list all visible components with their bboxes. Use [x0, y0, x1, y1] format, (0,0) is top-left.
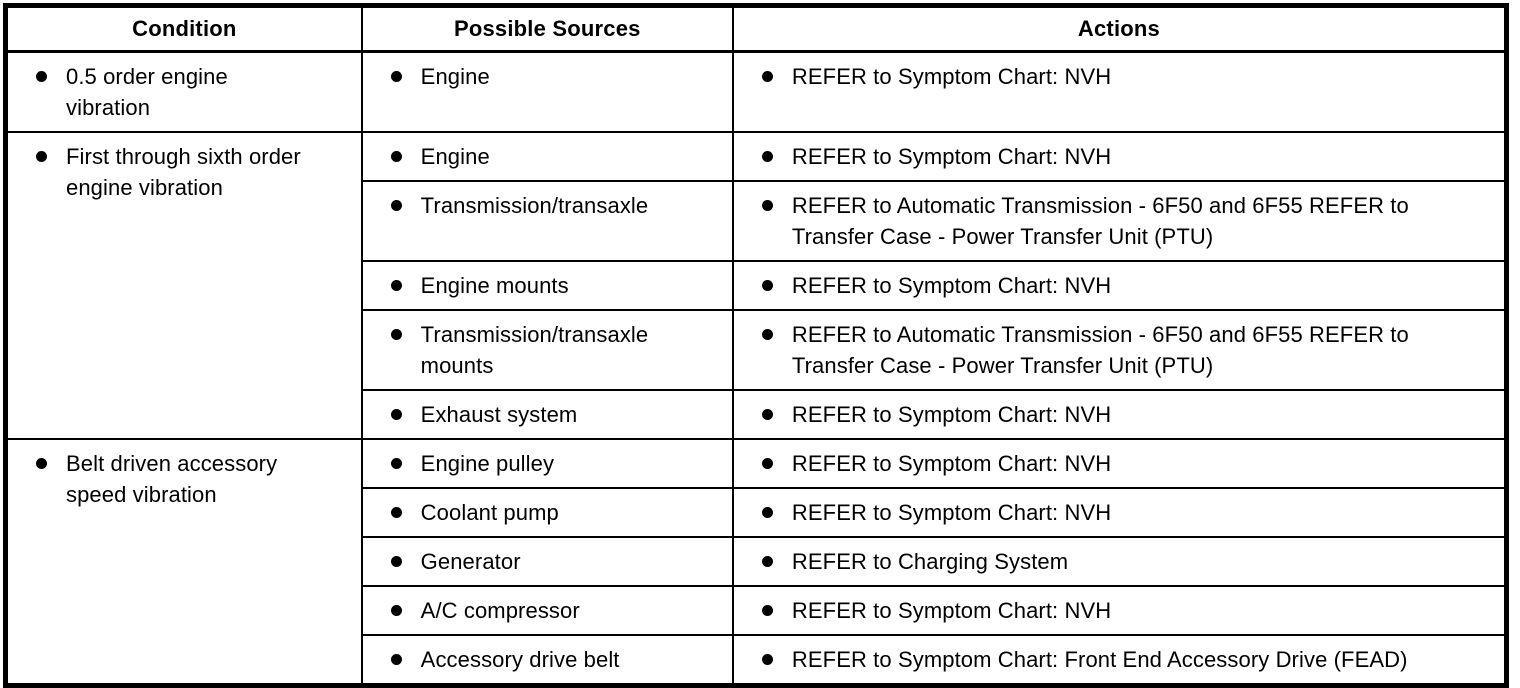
symptom-chart-table: Condition Possible Sources Actions 0.5 o…	[3, 3, 1509, 688]
source-cell: Engine mounts	[360, 260, 734, 311]
bullet-icon	[390, 507, 402, 518]
header-row: Condition Possible Sources Actions	[4, 4, 1508, 53]
action-text: REFER to Symptom Chart: NVH	[791, 144, 1112, 169]
action-text: REFER to Symptom Chart: NVH	[791, 273, 1112, 298]
bullet-icon	[390, 280, 402, 291]
source-cell: Engine pulley	[360, 438, 734, 489]
condition-cell: First through sixth order engine vibrati…	[4, 131, 363, 440]
action-text: REFER to Symptom Chart: NVH	[791, 451, 1112, 476]
bullet-icon	[761, 151, 773, 162]
bullet-icon	[390, 200, 402, 211]
table-row: Transmission/transaxle mounts REFER to A…	[6, 309, 1508, 391]
source-text: Engine mounts	[420, 273, 569, 298]
action-text: REFER to Symptom Chart: NVH	[791, 64, 1112, 89]
bullet-icon	[390, 71, 402, 82]
source-cell: Engine	[360, 50, 734, 133]
bullet-icon	[761, 409, 773, 420]
table-row: First through sixth order engine vibrati…	[4, 131, 1508, 440]
bullet-icon	[36, 71, 47, 82]
bullet-icon	[761, 556, 773, 567]
bullet-icon	[761, 458, 773, 469]
action-cell: REFER to Symptom Chart: NVH	[731, 438, 1508, 489]
header-condition: Condition	[4, 4, 363, 53]
action-text: REFER to Symptom Chart: Front End Access…	[791, 647, 1408, 672]
action-cell: REFER to Symptom Chart: NVH	[731, 131, 1508, 182]
action-cell: REFER to Symptom Chart: NVH	[731, 487, 1508, 538]
source-text: Engine	[420, 144, 490, 169]
action-cell: REFER to Automatic Transmission - 6F50 a…	[731, 180, 1508, 262]
source-text: Accessory drive belt	[420, 647, 620, 672]
bullet-icon	[761, 71, 773, 82]
action-cell: REFER to Symptom Chart: NVH	[731, 260, 1508, 311]
bullet-icon	[761, 605, 773, 616]
source-cell: Accessory drive belt	[360, 634, 734, 687]
table-row: Engine mounts REFER to Symptom Chart: NV…	[6, 260, 1508, 311]
bullet-icon	[390, 151, 402, 162]
source-cell: Coolant pump	[360, 487, 734, 538]
action-text: REFER to Charging System	[791, 549, 1069, 574]
source-text: Engine pulley	[420, 451, 555, 476]
action-text: REFER to Symptom Chart: NVH	[791, 598, 1112, 623]
source-cell: Transmission/transaxle	[360, 180, 734, 262]
action-cell: REFER to Symptom Chart: NVH	[731, 585, 1508, 636]
source-text: Transmission/transaxle mounts	[420, 322, 649, 378]
table-row: Exhaust system REFER to Symptom Chart: N…	[6, 389, 1508, 440]
header-possible-sources: Possible Sources	[360, 4, 734, 53]
bullet-icon	[761, 280, 773, 291]
condition-cell: 0.5 order engine vibration	[4, 50, 363, 133]
condition-text: First through sixth order engine vibrati…	[66, 144, 301, 200]
source-cell: Engine	[360, 131, 734, 182]
action-text: REFER to Automatic Transmission - 6F50 a…	[791, 193, 1409, 249]
bullet-icon	[390, 556, 402, 567]
bullet-icon	[761, 200, 773, 211]
source-cell: Transmission/transaxle mounts	[360, 309, 734, 391]
table-row: Transmission/transaxle REFER to Automati…	[6, 180, 1508, 262]
action-cell: REFER to Symptom Chart: NVH	[731, 389, 1508, 440]
source-text: Coolant pump	[420, 500, 559, 525]
source-cell: Generator	[360, 536, 734, 587]
bullet-icon	[390, 409, 402, 420]
source-text: Generator	[420, 549, 521, 574]
condition-cell: Belt driven accessory speed vibration	[4, 438, 363, 687]
source-cell: A/C compressor	[360, 585, 734, 636]
bullet-icon	[390, 654, 402, 665]
bullet-icon	[390, 458, 402, 469]
bullet-icon	[36, 151, 47, 162]
bullet-icon	[390, 605, 402, 616]
header-actions: Actions	[731, 4, 1508, 53]
table-row: Generator REFER to Charging System	[6, 536, 1508, 587]
action-text: REFER to Symptom Chart: NVH	[791, 500, 1112, 525]
bullet-icon	[390, 329, 402, 340]
source-cell: Exhaust system	[360, 389, 734, 440]
action-text: REFER to Symptom Chart: NVH	[791, 402, 1112, 427]
table-row: Coolant pump REFER to Symptom Chart: NVH	[6, 487, 1508, 538]
action-cell: REFER to Symptom Chart: Front End Access…	[731, 634, 1508, 687]
source-text: Transmission/transaxle	[420, 193, 649, 218]
source-text: A/C compressor	[420, 598, 580, 623]
source-text: Exhaust system	[420, 402, 578, 427]
bullet-icon	[761, 329, 773, 340]
source-text: Engine	[420, 64, 490, 89]
condition-text: 0.5 order engine vibration	[66, 64, 228, 120]
bullet-icon	[36, 458, 47, 469]
action-cell: REFER to Charging System	[731, 536, 1508, 587]
condition-text: Belt driven accessory speed vibration	[66, 451, 278, 507]
bullet-icon	[761, 507, 773, 518]
action-cell: REFER to Automatic Transmission - 6F50 a…	[731, 309, 1508, 391]
table-row: A/C compressor REFER to Symptom Chart: N…	[6, 585, 1508, 636]
table-row: 0.5 order engine vibration Engine REFER …	[4, 50, 1508, 133]
action-text: REFER to Automatic Transmission - 6F50 a…	[791, 322, 1409, 378]
bullet-icon	[761, 654, 773, 665]
table-row: Belt driven accessory speed vibration En…	[4, 438, 1508, 687]
action-cell: REFER to Symptom Chart: NVH	[731, 50, 1508, 133]
